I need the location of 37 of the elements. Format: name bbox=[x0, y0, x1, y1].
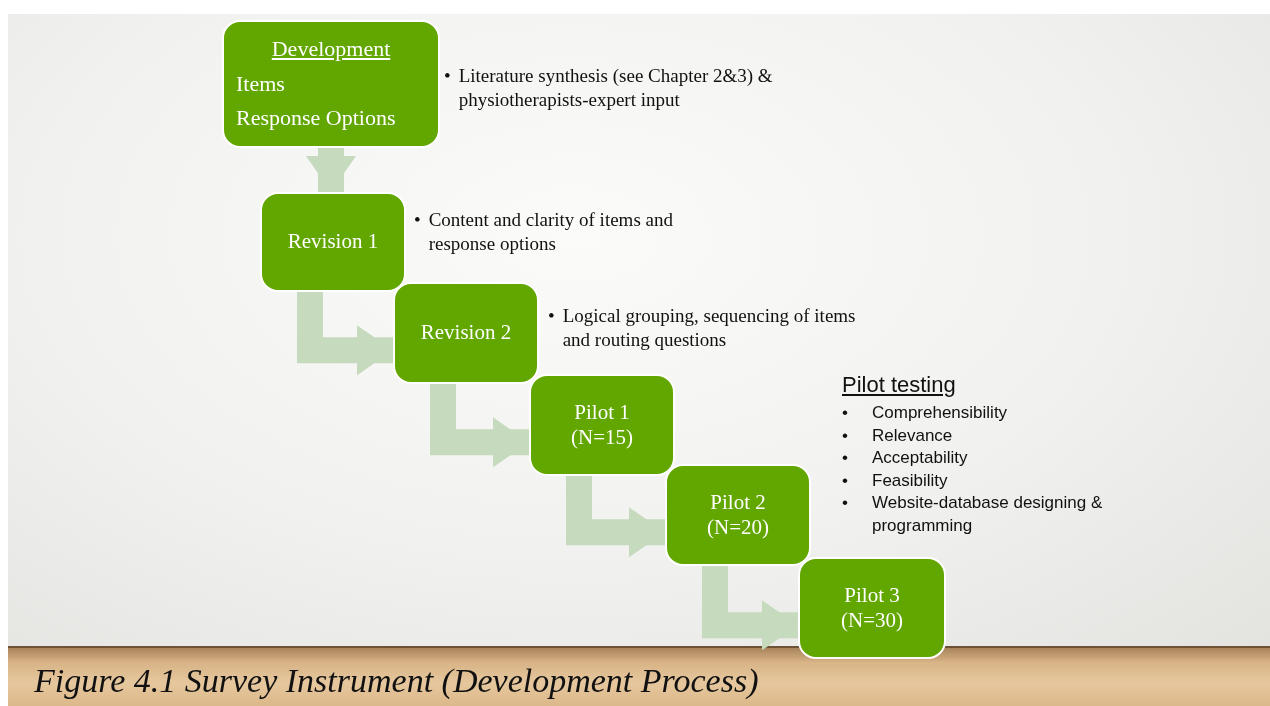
box-label: Revision 2 bbox=[420, 320, 512, 346]
process-box bbox=[260, 192, 406, 292]
process-box bbox=[393, 282, 539, 384]
figure-caption: Figure 4.1 Survey Instrument (Development Process) bbox=[34, 662, 759, 700]
box-label: Revision 1 bbox=[287, 229, 379, 255]
box-label: Pilot 3 (N=30) bbox=[840, 582, 904, 634]
bullet: • bbox=[842, 448, 848, 468]
block-arrow bbox=[702, 566, 798, 651]
bullet: • bbox=[842, 425, 848, 445]
box-label: Pilot 1 (N=15) bbox=[570, 399, 634, 451]
bullet: • bbox=[842, 403, 848, 422]
process-box bbox=[798, 557, 946, 659]
process-box bbox=[665, 464, 811, 566]
bullet-note: Logical grouping, sequencing of items and routing questions bbox=[562, 304, 857, 352]
list-heading: Pilot testing bbox=[842, 372, 957, 398]
block-arrow bbox=[430, 384, 529, 468]
bullet-item: Relevance bbox=[872, 424, 953, 447]
process-box bbox=[529, 374, 675, 476]
bullet-note: Content and clarity of items and response options bbox=[428, 208, 674, 256]
box-label: Pilot 2 (N=20) bbox=[706, 489, 770, 541]
process-box bbox=[222, 20, 440, 148]
bullet-note: Literature synthesis (see Chapter 2&3) & physiotherapists-expert input bbox=[458, 64, 774, 112]
bullet: • bbox=[548, 304, 555, 328]
block-arrow bbox=[297, 292, 393, 376]
bullet-item: Website-database designing & programming bbox=[872, 492, 1104, 538]
bullet: • bbox=[842, 470, 848, 490]
block-arrow bbox=[306, 148, 356, 192]
box-heading: Development bbox=[271, 36, 391, 63]
bullet: • bbox=[414, 208, 421, 232]
box-text: Response Options bbox=[236, 105, 396, 132]
bullet-item: Acceptability bbox=[872, 447, 968, 470]
bullet-item: Comprehensibility bbox=[872, 402, 1008, 424]
box-text: Items bbox=[236, 70, 285, 98]
bullet-item: Feasibility bbox=[872, 469, 948, 492]
block-arrow bbox=[566, 476, 665, 558]
bullet: • bbox=[444, 64, 451, 88]
bullet: • bbox=[842, 493, 848, 513]
